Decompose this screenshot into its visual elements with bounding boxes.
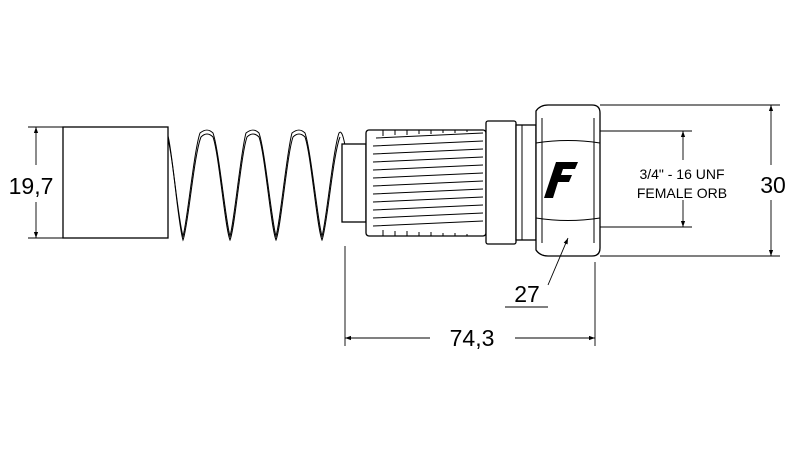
- hex-wrench-value: 27: [514, 281, 540, 307]
- port-thread-label: 3/4" - 16 UNF: [639, 166, 724, 182]
- protective-cap: [62, 126, 169, 239]
- hex-height-value: 30: [760, 172, 786, 198]
- port-type-label: FEMALE ORB: [637, 185, 727, 201]
- threaded-body: [365, 129, 487, 237]
- cap-extension-lines: [28, 126, 63, 239]
- length-extension-lines: [344, 246, 596, 346]
- hex-height-extension-lines: [600, 104, 780, 257]
- valve-stem: [341, 143, 367, 223]
- port-extension-lines: [600, 130, 692, 228]
- hex-wrench-leader: [547, 237, 569, 286]
- spring-coil: [167, 129, 347, 242]
- body-collar: [485, 120, 517, 245]
- cap-diameter-value: 19,7: [9, 173, 54, 199]
- brand-f-logo-icon: [544, 162, 578, 198]
- body-neck: [515, 124, 537, 241]
- overall-length-value: 74,3: [450, 325, 495, 351]
